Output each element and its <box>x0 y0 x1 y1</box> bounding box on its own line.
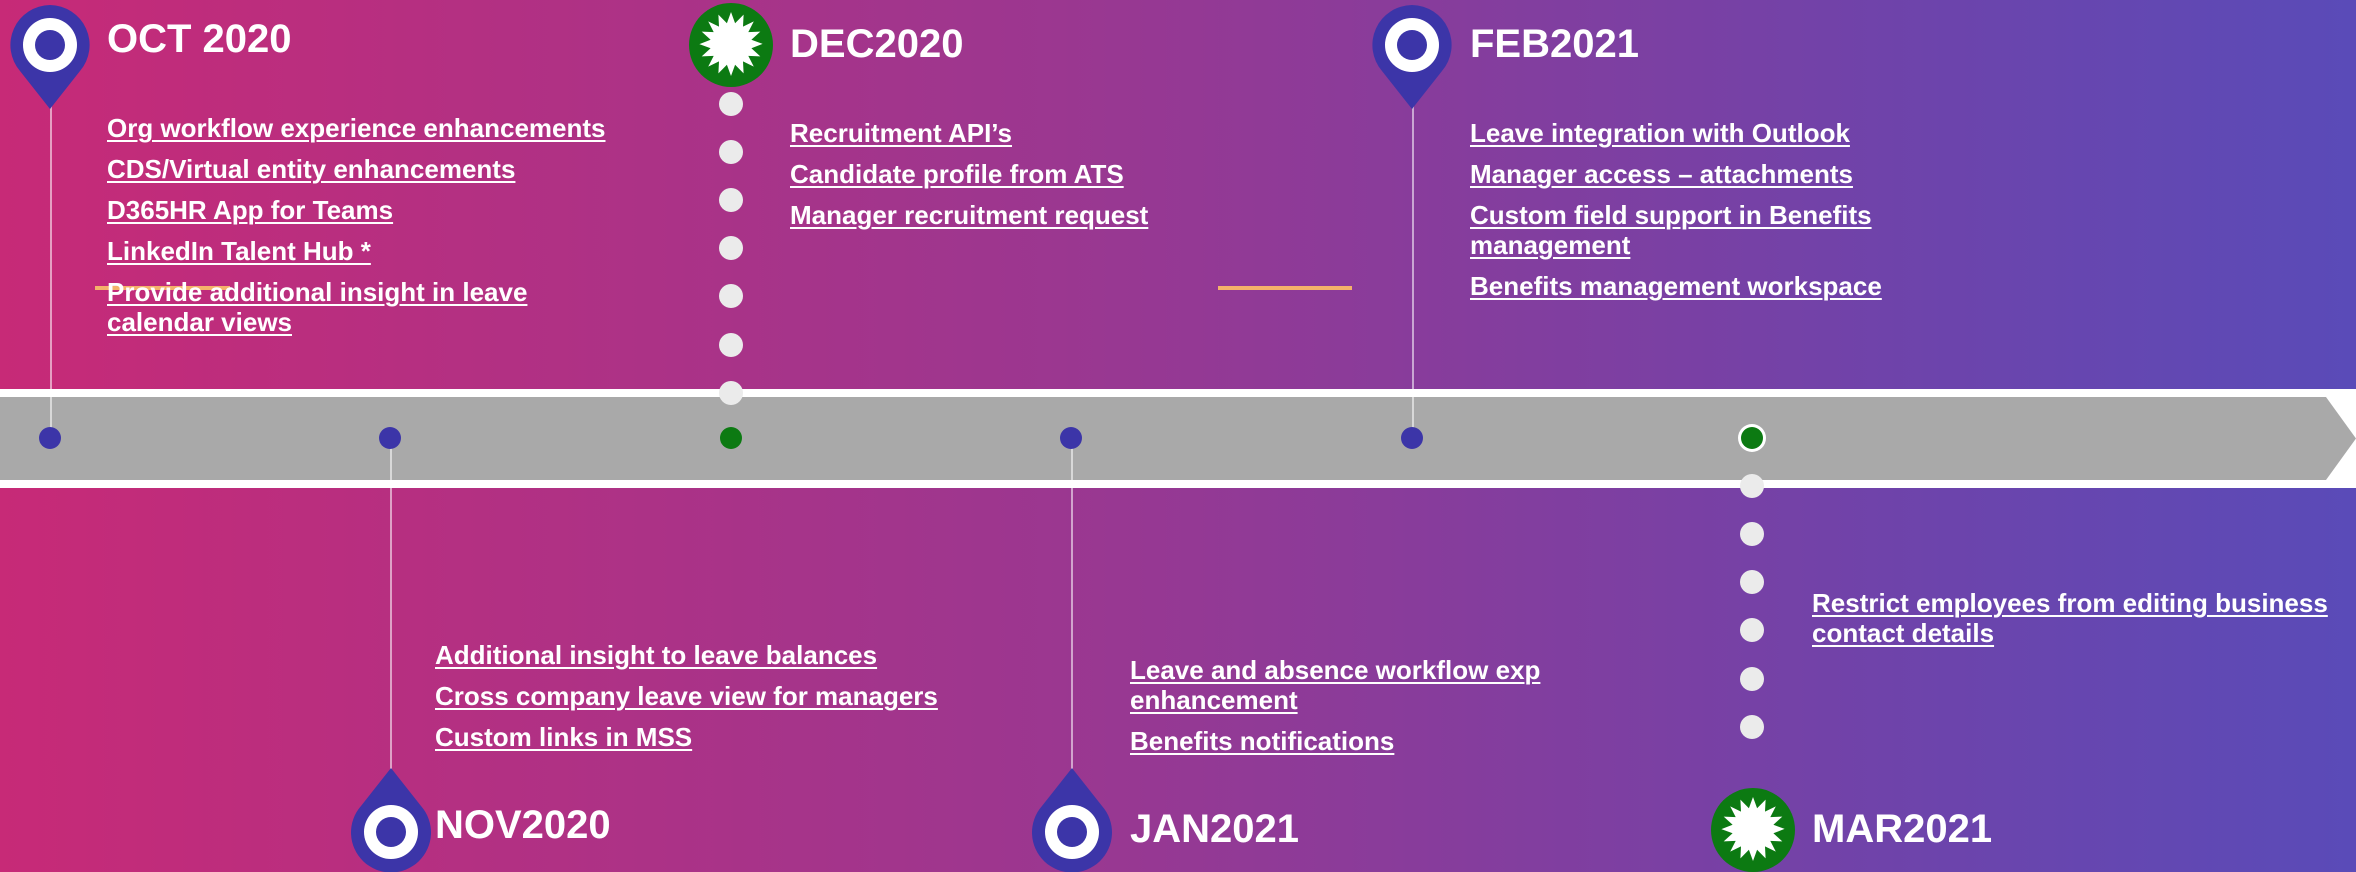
accent-line <box>95 286 230 290</box>
pin-icon <box>351 768 431 872</box>
connector-line-oct <box>50 95 52 440</box>
roadmap-item: Recruitment API’s <box>790 118 1013 148</box>
dotted-connector-dot <box>1740 618 1764 642</box>
timeline-dot-oct <box>39 427 61 449</box>
dotted-connector-dot <box>1740 474 1764 498</box>
timeline-arrow <box>0 397 2356 480</box>
milestone-title-nov: NOV2020 <box>435 803 611 847</box>
roadmap-item: Restrict employees from editing business… <box>1812 588 2328 648</box>
dotted-connector-dot <box>719 140 743 164</box>
dotted-connector-dot <box>719 236 743 260</box>
connector-line-nov <box>390 440 392 775</box>
roadmap-item: Custom field support in Benefits managem… <box>1470 200 1872 260</box>
timeline-dot-feb <box>1401 427 1423 449</box>
timeline-dot-dec <box>720 427 742 449</box>
roadmap-item: Cross company leave view for managers <box>435 681 938 711</box>
pin-icon <box>10 5 90 109</box>
roadmap-item: Manager access – attachments <box>1470 159 1853 189</box>
upper-band <box>0 0 2356 389</box>
dotted-connector-dot <box>719 284 743 308</box>
roadmap-item: Additional insight to leave balances <box>435 640 878 670</box>
timeline-dot-mar <box>1741 427 1763 449</box>
dotted-connector-dot <box>1740 715 1764 739</box>
timeline-dot-jan <box>1060 427 1082 449</box>
dotted-connector-dot <box>1740 570 1764 594</box>
roadmap-item: D365HR App for Teams <box>107 195 394 225</box>
milestone-title-dec: DEC2020 <box>790 22 964 66</box>
roadmap-item: Benefits notifications <box>1130 726 1395 756</box>
connector-line-feb <box>1412 95 1414 440</box>
roadmap-item: Leave integration with Outlook <box>1470 118 1850 148</box>
pin-icon <box>1372 5 1452 109</box>
roadmap-item: Leave and absence workflow exp enhanceme… <box>1130 655 1541 715</box>
dotted-connector-dot <box>1740 667 1764 691</box>
accent-line <box>1218 286 1352 290</box>
roadmap-item: Org workflow experience enhancements <box>107 113 606 143</box>
roadmap-item: Custom links in MSS <box>435 722 693 752</box>
milestone-title-jan: JAN2021 <box>1130 807 1300 851</box>
milestone-title-mar: MAR2021 <box>1812 807 1993 851</box>
dotted-connector-dot <box>1740 522 1764 546</box>
milestone-items-jan: Leave and absence workflow exp enhanceme… <box>1130 655 1600 767</box>
dotted-connector-dot <box>719 333 743 357</box>
roadmap-item: Provide additional insight in leave cale… <box>107 277 528 337</box>
roadmap-item: LinkedIn Talent Hub * <box>107 236 371 266</box>
dotted-connector-dot <box>719 92 743 116</box>
milestone-items-feb: Leave integration with Outlook Manager a… <box>1470 118 1930 312</box>
starburst-icon <box>689 3 773 87</box>
pin-icon <box>1032 768 1112 872</box>
milestone-items-mar: Restrict employees from editing business… <box>1812 588 2342 659</box>
milestone-title-oct: OCT 2020 <box>107 17 292 61</box>
timeline-dot-nov <box>379 427 401 449</box>
dotted-connector-dot <box>719 188 743 212</box>
starburst-icon <box>1711 788 1795 872</box>
milestone-items-dec: Recruitment API’s Candidate profile from… <box>790 118 1350 241</box>
roadmap-item: Candidate profile from ATS <box>790 159 1124 189</box>
milestone-items-nov: Additional insight to leave balances Cro… <box>435 640 995 763</box>
roadmap-item: Manager recruitment request <box>790 200 1149 230</box>
roadmap-item: CDS/Virtual entity enhancements <box>107 154 516 184</box>
milestone-items-oct: Org workflow experience enhancements CDS… <box>107 113 667 348</box>
roadmap-item: Benefits management workspace <box>1470 271 1882 301</box>
dotted-connector-dot <box>719 381 743 405</box>
connector-line-jan <box>1071 440 1073 775</box>
milestone-title-feb: FEB2021 <box>1470 22 1639 66</box>
